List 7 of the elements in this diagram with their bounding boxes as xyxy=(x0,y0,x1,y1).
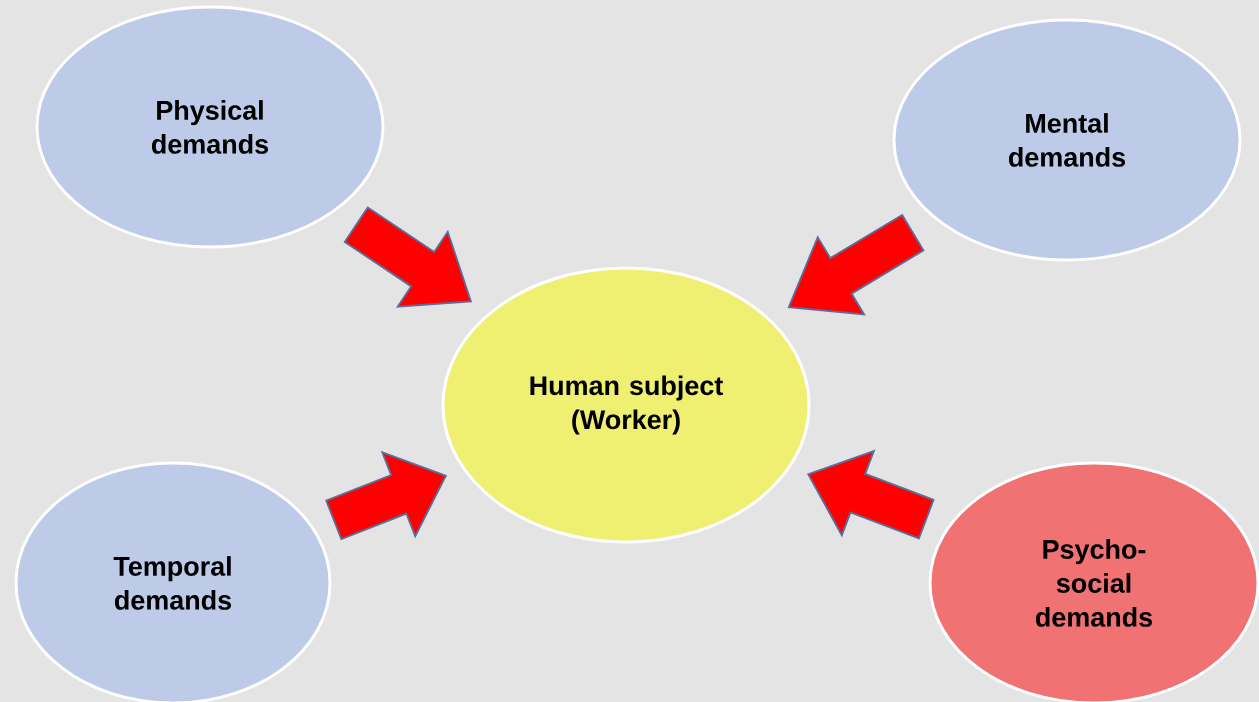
ellipse-node: Physical demands xyxy=(35,5,385,249)
ellipse-node: Psycho-social demands xyxy=(928,461,1259,702)
ellipse-node: Temporal demands xyxy=(14,461,332,702)
block-arrow xyxy=(343,206,473,308)
ellipse-node: Human subject (Worker) xyxy=(441,266,811,544)
ellipse-node: Mental demands xyxy=(892,18,1242,262)
block-arrow xyxy=(806,449,935,540)
